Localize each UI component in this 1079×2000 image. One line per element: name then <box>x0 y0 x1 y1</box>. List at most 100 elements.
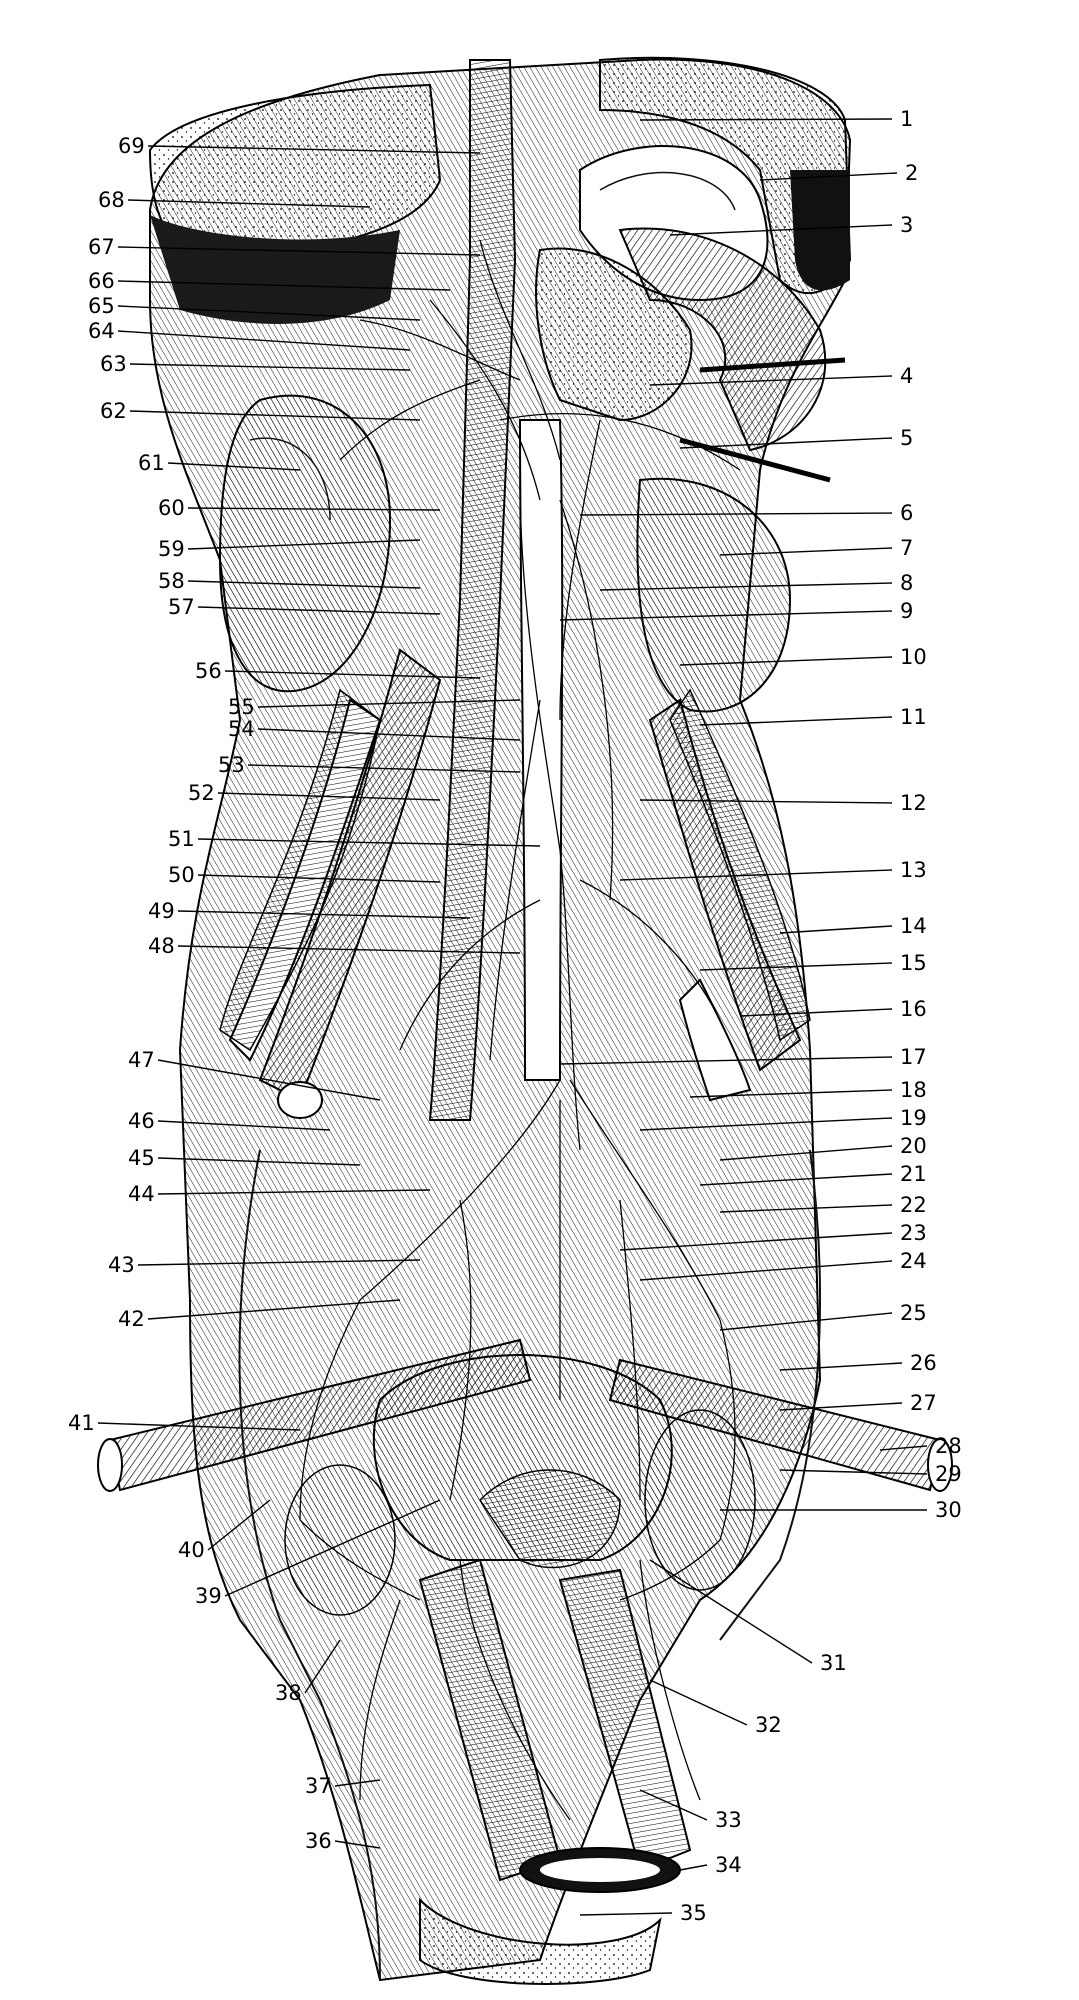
label-number-6: 6 <box>900 501 913 525</box>
leader-line-17 <box>559 1056 893 1065</box>
label-number-7: 7 <box>900 536 913 560</box>
leader-line-41 <box>97 1422 301 1431</box>
aorta <box>518 419 564 1081</box>
label-number-34: 34 <box>715 1853 742 1877</box>
label-number-50: 50 <box>168 863 195 887</box>
label-number-30: 30 <box>935 1498 962 1522</box>
label-number-48: 48 <box>148 934 175 958</box>
label-number-68: 68 <box>98 188 125 212</box>
leader-line-43 <box>137 1259 421 1266</box>
label-number-54: 54 <box>228 717 255 741</box>
label-number-36: 36 <box>305 1829 332 1853</box>
leader-line-31 <box>649 1559 813 1664</box>
label-number-22: 22 <box>900 1193 927 1217</box>
label-number-9: 9 <box>900 599 913 623</box>
leader-line-42 <box>147 1299 401 1320</box>
label-number-31: 31 <box>820 1651 847 1675</box>
label-number-16: 16 <box>900 997 927 1021</box>
label-number-4: 4 <box>900 364 913 388</box>
right-kidney <box>218 394 392 693</box>
label-number-29: 29 <box>935 1462 962 1486</box>
label-number-55: 55 <box>228 695 255 719</box>
leader-line-59 <box>187 539 421 550</box>
leader-line-8 <box>599 582 893 591</box>
leader-line-40 <box>207 1499 271 1551</box>
label-number-47: 47 <box>128 1048 155 1072</box>
leader-line-55 <box>257 699 521 708</box>
label-number-1: 1 <box>900 107 913 131</box>
label-number-59: 59 <box>158 537 185 561</box>
leader-line-20 <box>719 1145 893 1161</box>
label-number-49: 49 <box>148 899 175 923</box>
leader-line-10 <box>679 656 893 666</box>
label-number-56: 56 <box>195 659 222 683</box>
leader-line-9 <box>559 610 893 621</box>
label-number-28: 28 <box>935 1434 962 1458</box>
leader-line-69 <box>147 145 481 154</box>
label-number-51: 51 <box>168 827 195 851</box>
label-number-23: 23 <box>900 1221 927 1245</box>
leader-line-60 <box>187 507 441 511</box>
leader-line-58 <box>187 580 421 589</box>
leader-line-52 <box>217 792 441 801</box>
leader-line-14 <box>779 925 893 934</box>
label-number-3: 3 <box>900 213 913 237</box>
label-number-21: 21 <box>900 1162 927 1186</box>
label-number-61: 61 <box>138 451 165 475</box>
psoas-major <box>219 688 811 1052</box>
leader-line-54 <box>257 728 521 741</box>
label-number-13: 13 <box>900 858 927 882</box>
label-group: 1234567891011121314151617181920212223242… <box>68 107 962 1925</box>
leader-line-27 <box>779 1402 903 1411</box>
label-number-42: 42 <box>118 1307 145 1331</box>
label-number-63: 63 <box>100 352 127 376</box>
label-number-65: 65 <box>88 294 115 318</box>
liver <box>148 56 852 324</box>
leader-line-47 <box>157 1059 381 1101</box>
label-number-53: 53 <box>218 753 245 777</box>
leader-line-68 <box>127 199 371 208</box>
leader-line-3 <box>669 224 893 236</box>
label-number-19: 19 <box>900 1106 927 1130</box>
label-number-10: 10 <box>900 645 927 669</box>
leader-line-11 <box>699 716 893 726</box>
label-number-11: 11 <box>900 705 927 729</box>
label-number-38: 38 <box>275 1681 302 1705</box>
leader-line-1 <box>639 118 893 121</box>
inferior-vena-cava <box>428 59 517 1121</box>
leader-line-7 <box>719 547 893 556</box>
leader-line-12 <box>639 799 893 804</box>
label-number-41: 41 <box>68 1411 95 1435</box>
label-number-32: 32 <box>755 1713 782 1737</box>
leader-line-22 <box>719 1204 893 1213</box>
leader-line-48 <box>177 945 521 954</box>
leader-line-44 <box>157 1189 431 1195</box>
leader-line-2 <box>759 172 898 181</box>
label-number-24: 24 <box>900 1249 927 1273</box>
leader-line-33 <box>639 1789 708 1821</box>
leader-line-56 <box>224 670 481 679</box>
leader-line-67 <box>117 246 481 256</box>
label-number-40: 40 <box>178 1538 205 1562</box>
label-number-2: 2 <box>905 161 918 185</box>
label-number-45: 45 <box>128 1146 155 1170</box>
leader-line-19 <box>639 1117 893 1131</box>
leader-line-46 <box>157 1120 331 1131</box>
leader-line-38 <box>304 1639 341 1694</box>
leader-line-16 <box>739 1008 893 1017</box>
label-number-52: 52 <box>188 781 215 805</box>
inferior-hypogastric-plexus <box>284 1409 756 1616</box>
label-number-14: 14 <box>900 914 927 938</box>
label-number-15: 15 <box>900 951 927 975</box>
leader-line-18 <box>689 1089 893 1098</box>
leader-line-29 <box>779 1469 928 1475</box>
label-number-66: 66 <box>88 269 115 293</box>
leader-line-25 <box>719 1312 893 1331</box>
label-number-5: 5 <box>900 426 913 450</box>
label-number-60: 60 <box>158 496 185 520</box>
label-number-57: 57 <box>168 595 195 619</box>
label-number-69: 69 <box>118 134 145 158</box>
stomach-duodenum <box>535 145 846 483</box>
label-number-27: 27 <box>910 1391 937 1415</box>
